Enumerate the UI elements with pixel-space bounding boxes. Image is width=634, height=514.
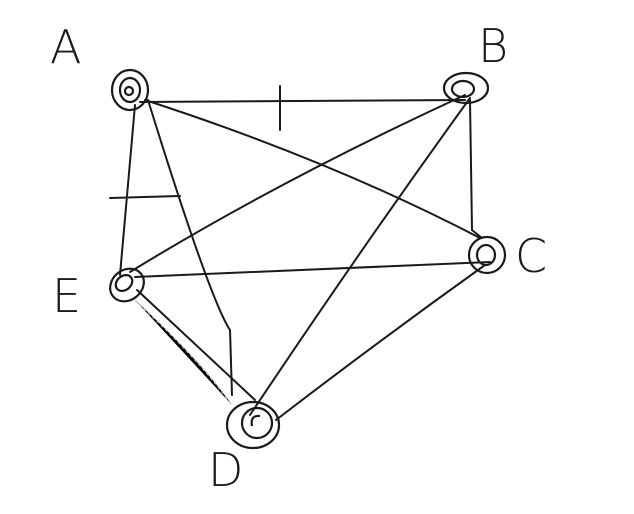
node-b[interactable] bbox=[442, 71, 490, 105]
edge-e-c bbox=[134, 261, 491, 278]
edge-b-e bbox=[129, 94, 466, 273]
label-a: A bbox=[50, 20, 81, 74]
edge-b-d bbox=[249, 97, 471, 416]
edge-a-e-tick bbox=[109, 195, 181, 199]
labels: A B C E D bbox=[50, 19, 547, 497]
label-e: E bbox=[52, 269, 81, 323]
node-e[interactable] bbox=[104, 262, 151, 308]
nodes bbox=[104, 68, 507, 450]
edge-b-c bbox=[469, 99, 483, 239]
node-a[interactable] bbox=[110, 68, 150, 112]
edge-a-e bbox=[119, 104, 136, 276]
edge-e-d-solid bbox=[136, 289, 256, 401]
edge-a-b bbox=[139, 99, 466, 103]
label-b: B bbox=[478, 19, 508, 73]
label-c: C bbox=[515, 229, 547, 283]
edges bbox=[109, 85, 491, 421]
edge-c-d bbox=[275, 264, 486, 421]
node-c[interactable] bbox=[467, 235, 507, 275]
edge-e-d bbox=[134, 299, 233, 406]
edge-a-d bbox=[147, 99, 233, 396]
label-d: D bbox=[208, 443, 243, 497]
node-d[interactable] bbox=[225, 400, 281, 450]
